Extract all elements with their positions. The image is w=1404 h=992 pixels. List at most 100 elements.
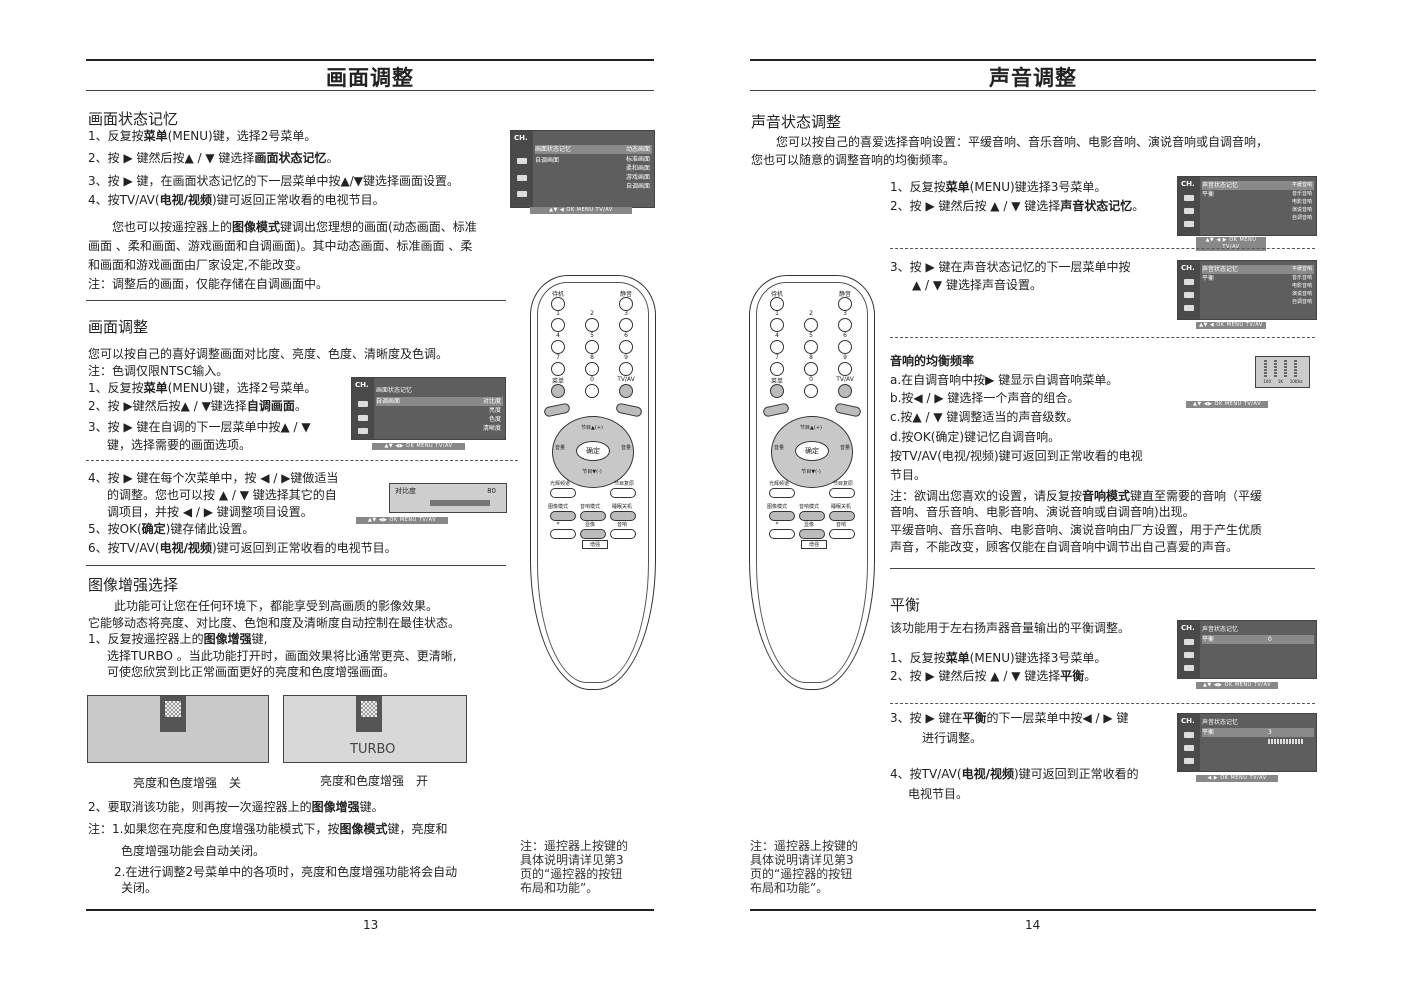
eq-step-e: 按TV/AV(电视/视频)键可返回到正常收看的电视 (890, 449, 1143, 463)
number-label: 9 (843, 354, 847, 361)
note: 注：色调仅限NTSC输入。 (88, 364, 229, 378)
osd-key-hint: ◀ ▶ OK MENU TV/AV (1196, 775, 1278, 782)
standby-button (551, 297, 565, 311)
step-6: 6、按TV/AV(电视/视频)键可返回到正常收看的电视节目。 (88, 541, 397, 555)
label-vol-left: 音量 (773, 445, 784, 451)
number-label: 5 (590, 332, 594, 339)
step-4: 4、按TV/AV(电视/视频)键可返回正常收看的电视节目。 (88, 193, 385, 207)
label-tvav: TV/AV (617, 376, 635, 383)
function-button (769, 488, 795, 498)
osd-picture-memory: CH. 画面状态记忆 自调画面 动态画面 标准画面 柔和画面 游戏画面 自调画面 (510, 130, 655, 208)
number-label: 4 (775, 332, 779, 339)
step-4-cont: 调项目，并按 ◀ / ▶ 键调整项目设置。 (107, 505, 313, 519)
osd-contrast: 对比度 80 (389, 483, 507, 513)
step-1: 1、反复按菜单(MENU)键，选择2号菜单。 (88, 129, 317, 143)
note: 注：欲调出您喜欢的设置，请反复按音响模式键直至需要的音响（平缓 (890, 489, 1263, 503)
star-button (769, 529, 795, 539)
paragraph: 此功能可让您在任何环境下，都能享受到高画质的影像效果。 (114, 599, 439, 613)
number-button (585, 362, 599, 376)
label-vol-left: 音量 (554, 445, 565, 451)
label-smart: 光辉频道 (768, 481, 789, 487)
step-3-cont: 进行调整。 (922, 731, 983, 745)
number-label: 2 (590, 310, 594, 317)
label-pic-mode: 图像模式 (766, 504, 787, 510)
number-button (804, 384, 818, 398)
caption-off: 亮度和色度增强 关 (133, 776, 242, 790)
note-cont: 声音，不能改变，顾客仅能在自调音响中调节出自己喜爱的声音。 (890, 540, 1239, 554)
sound-button (829, 529, 855, 539)
label-smart: 光辉频道 (549, 481, 570, 487)
osd-custom-picture: CH. 画面状态记忆 自调画面 对比度 亮度 色度 清晰度 (351, 377, 506, 440)
mute-button (838, 297, 852, 311)
step-4: 4、按 ▶ 键在每个次菜单中，按 ◀ / ▶键做适当 (88, 471, 339, 485)
picture-enhance-off (87, 695, 269, 763)
step-3: 3、按 ▶ 键在自调的下一层菜单中按▲ / ▼ (88, 420, 311, 434)
number-button (770, 362, 784, 376)
number-label: 3 (843, 310, 847, 317)
menu-button (770, 384, 784, 398)
ok-button: 确定 (795, 441, 829, 461)
section-title-sound-state: 声音状态调整 (751, 113, 842, 131)
label-tvav: TV/AV (836, 376, 854, 383)
paragraph: 画面 、柔和画面、游戏画面和自调画面)。其中动态画面、标准画面 、柔 (88, 239, 473, 253)
step-3-cont: ▲ / ▼ 键选择声音设置。 (912, 278, 1042, 292)
number-label: 9 (624, 354, 628, 361)
star-button (550, 529, 576, 539)
label-vol-right: 音量 (620, 445, 631, 451)
number-button (551, 340, 565, 354)
number-label: 0 (590, 376, 594, 383)
eq-step-e-cont: 节目。 (890, 468, 927, 482)
number-button (619, 340, 633, 354)
sound-mode-button (580, 511, 606, 521)
number-label: 1 (775, 310, 779, 317)
pic-mode-button (769, 511, 795, 521)
number-label: 5 (809, 332, 813, 339)
page-number: 14 (1025, 918, 1041, 932)
step-2: 2、按 ▶键然后按▲ / ▼键选择自调画面。 (88, 399, 307, 413)
step-2: 2、按 ▶ 键然后按 ▲ / ▼ 键选择声音状态记忆。 (890, 199, 1145, 213)
step-3: 3、按 ▶ 键在平衡的下一层菜单中按◀ / ▶ 键 (890, 711, 1129, 725)
step-1: 1、反复按遥控器上的图像增强键, (88, 632, 268, 646)
number-label: 1 (556, 310, 560, 317)
label-enhance: 增强 (582, 540, 608, 549)
page-title-right: 声音调整 (989, 66, 1077, 90)
paragraph: 该功能用于左右扬声器音量输出的平衡调整。 (890, 621, 1131, 635)
label-menu: 菜单 (551, 378, 564, 385)
step-1: 1、反复按菜单(MENU)键选择3号菜单。 (890, 651, 1107, 665)
note: 注：1.如果您在亮度和色度增强功能模式下，按图像模式键，亮度和 (88, 822, 448, 836)
label-enhance: 增强 (801, 540, 827, 549)
number-button (585, 340, 599, 354)
label-ch-up: 节目▲(+) (581, 425, 603, 431)
paragraph: 它能够动态将亮度、对比度、色饱和度及清晰度自动控制在最佳状态。 (88, 616, 461, 630)
label-sound-mode: 音响模式 (579, 504, 600, 510)
step-3: 3、按 ▶ 键，在画面状态记忆的下一层菜单中按▲/▼键选择画面设置。 (88, 174, 459, 188)
note-cont: 色度增强功能会自动关闭。 (121, 844, 266, 858)
number-label: 6 (843, 332, 847, 339)
label-star: * (775, 521, 779, 528)
osd-key-hint: ▲▼ ◀ OK MENU TV/AV (1196, 322, 1266, 329)
note-cont: 关闭。 (121, 881, 158, 895)
function-button (829, 488, 855, 498)
sleep-button (829, 511, 855, 521)
label-standby: 待机 (770, 291, 783, 298)
eq-step-a: a.在自调音响中按▶ 键显示自调音响菜单。 (890, 373, 1119, 387)
label-mute: 静音 (619, 291, 632, 298)
menu-button (551, 384, 565, 398)
function-button (610, 488, 636, 498)
section-title-picture-adjust: 画面调整 (88, 318, 149, 336)
sound-button (610, 529, 636, 539)
label-star: * (556, 521, 560, 528)
number-button (619, 318, 633, 332)
number-label: 0 (809, 376, 813, 383)
number-button (804, 362, 818, 376)
number-label: 8 (590, 354, 594, 361)
label-ch-down: 节目▼(-) (582, 469, 602, 475)
label-sleep: 睡眠关机 (611, 504, 632, 510)
step-2: 2、要取消该功能，则再按一次遥控器上的图像增强键。 (88, 800, 384, 814)
paragraph: 您也可以随意的调整音响的均衡频率。 (751, 153, 956, 167)
label-ch-up: 节目▲(+) (800, 425, 822, 431)
number-button (551, 362, 565, 376)
